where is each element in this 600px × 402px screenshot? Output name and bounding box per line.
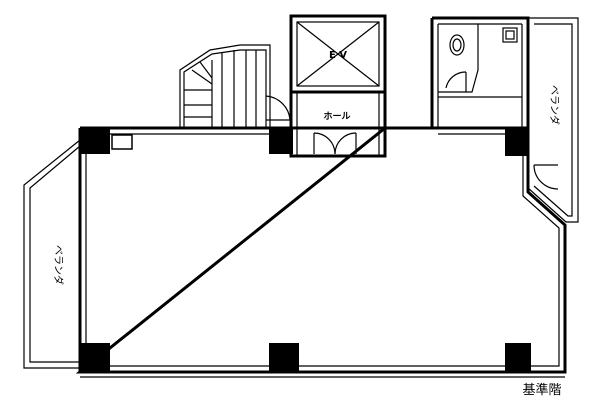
hall-label: ホール [323,111,350,122]
sink-icon [502,27,518,43]
veranda-left: ベランダ [23,139,81,369]
door-swing-icon [265,95,291,121]
column [269,128,293,154]
veranda-right: ベランダ [527,17,579,223]
door-swing-icon [445,71,467,89]
column [505,343,531,373]
column-detail [111,134,133,150]
staircase [179,44,291,128]
column [505,128,529,156]
column [80,128,110,154]
columns [80,128,531,373]
main-floor-outline [75,126,567,378]
veranda-right-label: ベランダ [548,85,561,125]
column [80,343,110,373]
staircase-icon [184,50,257,128]
elevator-label: E V [329,50,347,61]
elevator-shaft: E V [289,14,387,94]
floor-caption: 基準階 [522,382,561,398]
column [269,343,299,373]
door-swing-icon [313,132,357,155]
toilet-icon [449,34,465,56]
veranda-left-label: ベランダ [52,245,65,285]
hall: ホール [289,90,387,158]
door-swing-icon [533,164,559,190]
toilet-room [430,16,530,128]
